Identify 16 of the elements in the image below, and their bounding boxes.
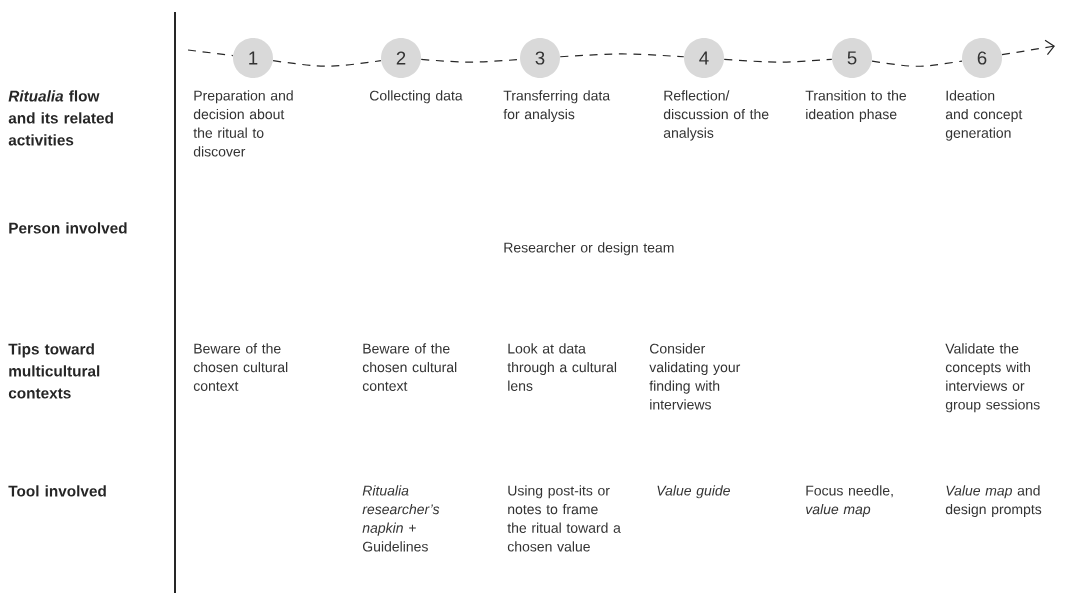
cell-text: Consider validating your finding with interviews xyxy=(649,343,741,410)
row-header: Person involved xyxy=(9,222,127,234)
row-header: Ritualia flow and its related activities xyxy=(8,90,113,146)
cell-text: Researcher or design team xyxy=(504,242,674,256)
cell-text: Beware of the chosen cultural context xyxy=(193,343,288,391)
cell-text: Using post-its or notes to frame the ritual toward a chosen value xyxy=(507,485,621,552)
cell-text: Focus needle, value map xyxy=(806,485,893,517)
dashed-arrow xyxy=(1001,39,1055,56)
row-header: Tips toward multicultural contexts xyxy=(8,343,100,399)
cell-text: Beware of the chosen cultural context xyxy=(362,343,457,391)
cell-text: Look at data through a cultural lens xyxy=(507,343,617,391)
cell-text: Value guide xyxy=(657,485,730,499)
cell-text: Value map and design prompts xyxy=(945,485,1042,517)
cell-text: Validate the concepts with interviews or group sessions xyxy=(945,343,1040,413)
cell-text: Ritualia researcher’s napkin + Guidelines xyxy=(362,485,440,552)
row-header: Tool involved xyxy=(8,485,106,497)
